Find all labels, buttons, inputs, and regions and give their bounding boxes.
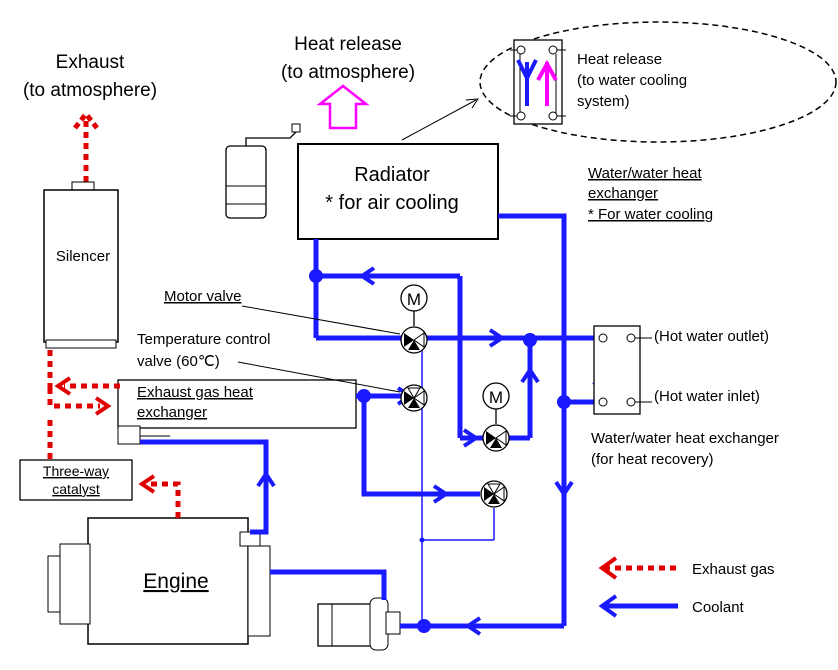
mixing-valve-bottom — [480, 480, 508, 508]
heat-release-label-line2: (to atmosphere) — [281, 62, 415, 83]
hot-water-outlet-label: (Hot water outlet) — [654, 328, 769, 345]
motor-valve-lower — [482, 382, 510, 452]
motor-valve-leader — [241, 305, 401, 335]
legend-exhaust-label: Exhaust gas — [692, 561, 775, 578]
exhaust-label-line1: Exhaust — [56, 52, 125, 73]
legend-coolant-symbol — [598, 594, 678, 618]
exhaust-up-arrow — [73, 109, 99, 182]
exhaust-gas-paths — [47, 350, 181, 518]
exhaust-hx-label-line2: exchanger — [137, 404, 207, 421]
temperature-control-valve — [400, 384, 428, 412]
exhaust-heat-exchanger — [117, 379, 357, 445]
ww-cooling-label-line3: * For water cooling — [588, 206, 713, 223]
exhaust-label-line2: (to atmosphere) — [23, 80, 157, 101]
legend-coolant-label: Coolant — [692, 599, 745, 616]
heat-release-arrow — [316, 84, 370, 130]
inset-label-line2: (to water cooling — [577, 72, 687, 89]
ww-recovery-label-line2: (for heat recovery) — [591, 451, 714, 468]
silencer-label: Silencer — [56, 248, 110, 265]
ww-cooling-label-line2: exchanger — [588, 185, 658, 202]
motor-valve-label: Motor valve — [164, 288, 242, 305]
engine-label: Engine — [143, 570, 208, 593]
exhaust-hx-label-line1: Exhaust gas heat — [137, 384, 254, 401]
ww-recovery-label-line1: Water/water heat exchanger — [591, 430, 779, 447]
radiator-label-line1: Radiator — [354, 164, 430, 186]
motor-symbol-lower: M — [489, 388, 503, 407]
reserve-tank — [225, 123, 301, 219]
hot-water-inlet-label: (Hot water inlet) — [654, 388, 760, 405]
coolant-pump — [317, 597, 401, 651]
temp-valve-label-line2: valve (60℃) — [137, 353, 220, 370]
temp-valve-label-line1: Temperature control — [137, 331, 270, 348]
silencer — [43, 181, 119, 349]
inset-label-line3: system) — [577, 93, 630, 110]
catalyst-label-line2: catalyst — [52, 481, 100, 497]
radiator-label-line2: * for air cooling — [325, 192, 458, 214]
motor-symbol-upper: M — [407, 290, 421, 309]
inset-leader-line — [401, 99, 477, 141]
inset-label-line1: Heat release — [577, 51, 662, 68]
heat-recovery-exchanger — [593, 325, 652, 415]
engine — [47, 517, 271, 645]
catalyst-box — [19, 459, 133, 501]
heat-release-label-line1: Heat release — [294, 34, 402, 55]
catalyst-label-line1: Three-way — [43, 463, 109, 479]
temp-valve-leader — [237, 361, 401, 393]
junction-dots — [309, 269, 571, 633]
water-cooling-inset — [479, 21, 837, 143]
legend-exhaust-symbol — [598, 556, 678, 580]
motor-valve-upper — [400, 284, 428, 354]
ww-cooling-label-line1: Water/water heat — [588, 165, 702, 182]
radiator-box — [297, 143, 499, 240]
